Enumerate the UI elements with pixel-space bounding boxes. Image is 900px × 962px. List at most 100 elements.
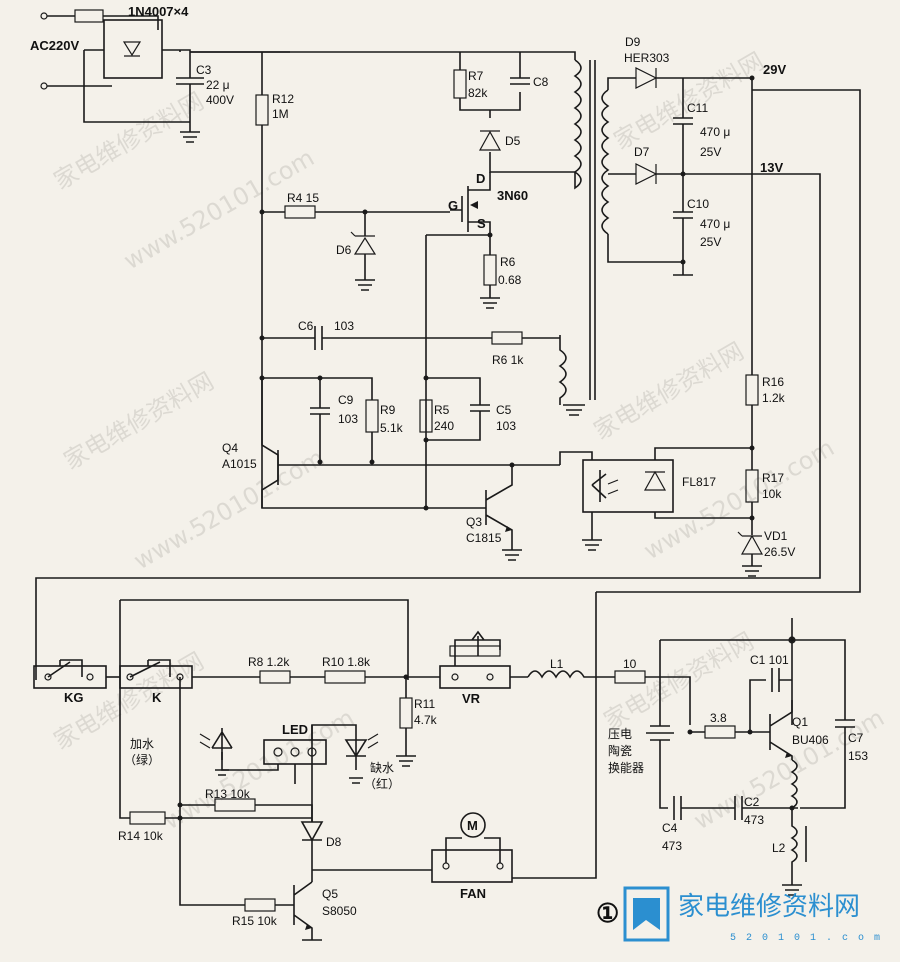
c9-value: 103	[338, 412, 358, 426]
r10-label: R10 1.8k	[322, 655, 371, 669]
bridge-label: 1N4007×4	[128, 4, 189, 19]
source-resistor: R6 0.68	[425, 232, 522, 508]
r14-label: R14 10k	[118, 829, 164, 843]
ac-label: AC220V	[30, 38, 79, 53]
c1-label: C1 101	[750, 653, 789, 667]
led-drive: R13 10k R14 10k D8 R15 10k	[118, 677, 342, 928]
k-label: K	[152, 690, 162, 705]
d-label: D	[476, 171, 485, 186]
optocoupler: FL817	[559, 447, 752, 551]
q5-label: Q5	[322, 887, 338, 901]
r9-value: 5.1k	[380, 421, 404, 435]
r12-value: 1M	[272, 107, 289, 121]
d6-label: D6	[336, 243, 352, 257]
c7-value: 153	[848, 749, 868, 763]
q4-transistor: Q4 A1015	[222, 378, 560, 508]
secondary-rectifiers: D9 HER303 29V C11 470 μ 25V D7 13V C10 4…	[35, 35, 861, 680]
bridge-rectifier	[103, 19, 163, 79]
r6-label: R6	[500, 255, 516, 269]
c2-value: 473	[744, 813, 764, 827]
c10-value: 470 μ	[700, 217, 730, 231]
r10ohm-label: 10	[623, 657, 637, 671]
r4-label: R4 15	[287, 191, 319, 205]
r5-value: 240	[434, 419, 454, 433]
c5-label: C5	[496, 403, 512, 417]
hv-rail	[190, 51, 576, 60]
figure-number: ①	[596, 898, 619, 928]
fuse-resistor	[74, 9, 104, 23]
voltage-divider: R16 1.2k R17 10k VD1 26.5V	[737, 90, 795, 577]
c7-label: C7	[848, 731, 864, 745]
v13-label: 13V	[760, 160, 783, 175]
watermark-url: www.520101.com	[119, 144, 319, 276]
oscillator: C1 101 3.8 Q1 BU406 C7 153 C4 473 C2 473…	[512, 592, 868, 896]
c3-value: 22 μ	[206, 78, 230, 92]
r15-label: R15 10k	[232, 914, 278, 928]
r12-label: R12	[272, 92, 294, 106]
q1-label: Q1	[792, 715, 808, 729]
watermark: 家电维修资料网	[59, 367, 218, 475]
gate-network: R4 15 D6	[259, 191, 450, 291]
c11-value: 470 μ	[700, 125, 730, 139]
piezo-label-3: 换能器	[608, 761, 644, 775]
control-rc: C9 103 R9 5.1k R5 240 C5 103	[259, 375, 516, 462]
l2-label: L2	[772, 841, 786, 855]
kg-switch: KG	[33, 659, 120, 705]
q4-label: Q4	[222, 441, 238, 455]
q3-part: C1815	[466, 531, 502, 545]
brand-url: 5 2 0 1 0 1 . c o m	[730, 933, 882, 944]
watermark-url: www.520101.com	[639, 434, 839, 566]
s-label: S	[477, 216, 486, 231]
r11-label: R11	[414, 697, 435, 711]
r16-label: R16	[762, 375, 784, 389]
add-water-label: 加水	[130, 737, 154, 751]
r6b-label: R6 1k	[492, 353, 524, 367]
r16-value: 1.2k	[762, 391, 786, 405]
d5-label: D5	[505, 134, 521, 148]
vr-potentiometer: VR	[439, 630, 528, 706]
r12: R12 1M	[255, 52, 425, 509]
c6-label: C6	[298, 319, 314, 333]
c6-value: 103	[334, 319, 354, 333]
q1-part: BU406	[792, 733, 829, 747]
r38-label: 3.8	[710, 711, 727, 725]
watermark: 家电维修资料网	[49, 87, 208, 195]
r11: R11 4.7k	[396, 677, 438, 767]
v29-label: 29V	[763, 62, 786, 77]
terminal	[40, 82, 48, 90]
vr-label: VR	[462, 691, 481, 706]
r17-label: R17	[762, 471, 784, 485]
mosfet-label: 3N60	[497, 188, 528, 203]
kg-label: KG	[64, 690, 84, 705]
c11-label: C11	[687, 101, 708, 115]
r17-value: 10k	[762, 487, 782, 501]
c5-value: 103	[496, 419, 516, 433]
brand-name: 家电维修资料网	[678, 892, 860, 922]
r9-label: R9	[380, 403, 396, 417]
r7-label: R7	[468, 69, 484, 83]
piezo-label-1: 压电	[608, 727, 632, 741]
g-label: G	[448, 198, 458, 213]
r8-label: R8 1.2k	[248, 655, 290, 669]
c4-label: C4	[662, 821, 678, 835]
led-label: LED	[282, 722, 308, 737]
d9-part: HER303	[624, 51, 670, 65]
watermark: 家电维修资料网	[589, 337, 748, 445]
k-switch: K R8 1.2k R10 1.8k	[119, 599, 440, 705]
mosfet-3n60: D G S 3N60	[448, 171, 528, 232]
q3-label: Q3	[466, 515, 482, 529]
add-water-color: （绿）	[124, 752, 160, 767]
d7-label: D7	[634, 145, 650, 159]
c4-value: 473	[662, 839, 682, 853]
no-water-color: （红）	[364, 776, 400, 791]
snubber: R7 82k C8 D5	[453, 52, 575, 173]
q3-transistor: Q3 C1815	[423, 465, 522, 561]
fan-motor-label: M	[467, 818, 478, 833]
c3-voltage: 400V	[206, 93, 234, 107]
no-water-label: 缺水	[370, 760, 394, 775]
r6-value: 0.68	[498, 273, 522, 287]
l1-label: L1	[550, 657, 564, 671]
d9-label: D9	[625, 35, 641, 49]
